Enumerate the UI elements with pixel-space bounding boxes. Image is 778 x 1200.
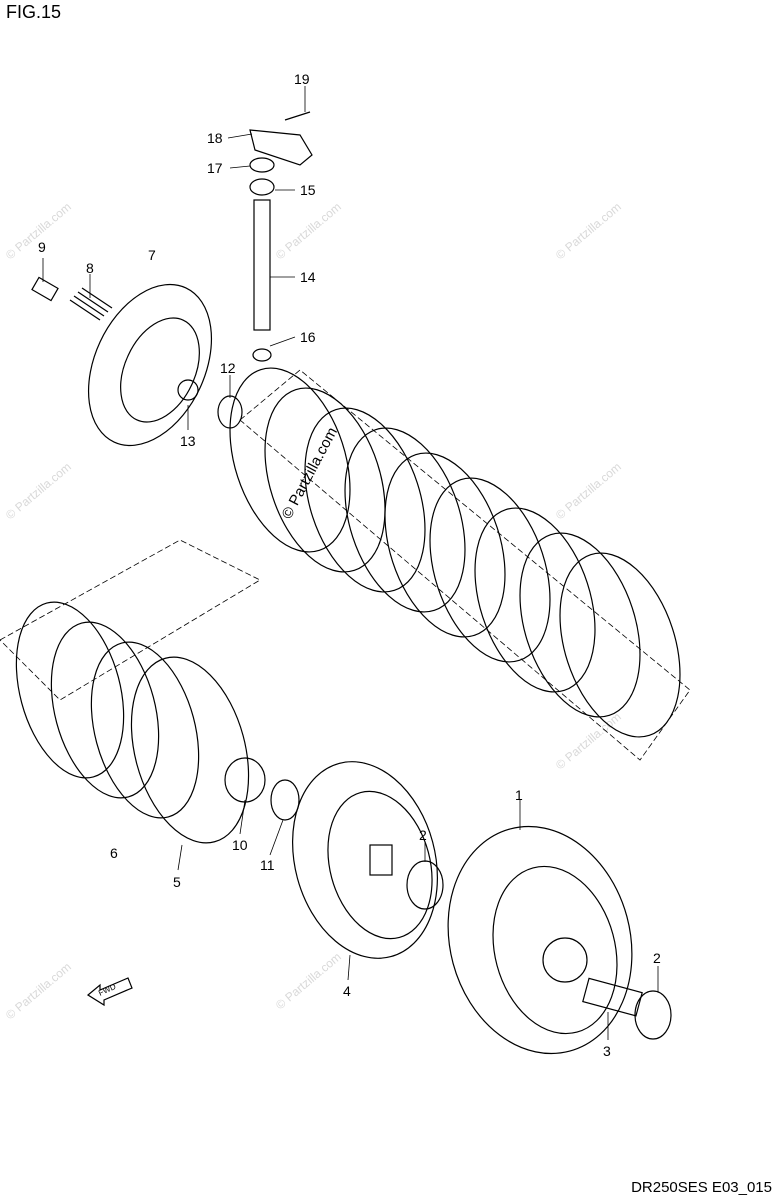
washer: [249, 157, 275, 173]
clutch-plate: [264, 387, 386, 573]
callout-1: 1: [515, 787, 523, 803]
watermark: © Partzilla.com: [3, 960, 74, 1023]
callout-2b: 2: [653, 950, 661, 966]
clutch-plate: [90, 641, 200, 819]
callout-10: 10: [232, 837, 248, 853]
watermarks: © Partzilla.com © Partzilla.com © Partzi…: [3, 200, 624, 1023]
callout-15: 15: [300, 182, 316, 198]
callout-19: 19: [294, 71, 310, 87]
clutch-plate: [474, 507, 596, 693]
clutch-plate: [50, 621, 160, 799]
lower-plate-stack: [15, 601, 250, 844]
spacer: [582, 977, 643, 1017]
clutch-plate: [229, 367, 351, 553]
figure-title: FIG.15: [6, 2, 62, 22]
spacer: [249, 178, 275, 196]
watermark: © Partzilla.com: [553, 200, 624, 263]
upper-plate-group-outline: [239, 369, 691, 761]
pressure-plate: [87, 283, 213, 447]
clutch-plate: [130, 656, 250, 844]
clutch-plate: [304, 407, 426, 593]
watermark: © Partzilla.com: [553, 710, 624, 773]
arm-bolt: [284, 111, 311, 121]
clutch-plate: [429, 477, 551, 663]
callout-18: 18: [207, 130, 223, 146]
clutch-plate: [15, 601, 125, 779]
leader-lines: [42, 86, 659, 1040]
callout-9: 9: [38, 239, 46, 255]
callout-12: 12: [220, 360, 236, 376]
clutch-sleeve-hub: [292, 761, 438, 959]
callout-11: 11: [260, 857, 275, 873]
lower-plate-group-outline: [0, 539, 261, 701]
diagram-code: DR250SES E03_015: [631, 1179, 772, 1196]
upper-plate-stack: [229, 367, 681, 738]
clutch-plate: [384, 452, 506, 638]
callout-5: 5: [173, 874, 181, 890]
release-arm: [249, 129, 313, 166]
watermark: © Partzilla.com: [273, 200, 344, 263]
push-rod: [253, 199, 271, 331]
lock-washer: [270, 779, 300, 821]
callout-16: 16: [300, 329, 316, 345]
spacer-ring: [224, 757, 266, 803]
callout-4: 4: [343, 983, 351, 999]
callout-8: 8: [86, 260, 94, 276]
callout-3: 3: [603, 1043, 611, 1059]
fwd-arrow-icon: [86, 977, 133, 1007]
clutch-plate: [519, 532, 641, 718]
callout-labels: 19 18 17 15 14 16 12 13 9 8 7 10 11 6 5 …: [38, 71, 661, 1059]
thrust-washer: [634, 990, 672, 1040]
pin-washer: [252, 348, 272, 362]
callout-17: 17: [207, 160, 223, 176]
clutch-bolt: [31, 276, 59, 302]
watermark: © Partzilla.com: [273, 950, 344, 1013]
primary-driven-gear: [447, 825, 633, 1055]
watermark: © Partzilla.com: [3, 460, 74, 523]
clutch-spring: [69, 287, 113, 321]
callout-13: 13: [180, 433, 196, 449]
watermark: © Partzilla.com: [553, 460, 624, 523]
callout-7: 7: [148, 247, 156, 263]
callout-14: 14: [300, 269, 316, 285]
clutch-plate: [559, 552, 681, 738]
clutch-plate: [344, 427, 466, 613]
callout-6: 6: [110, 845, 118, 861]
callout-2a: 2: [419, 827, 427, 843]
